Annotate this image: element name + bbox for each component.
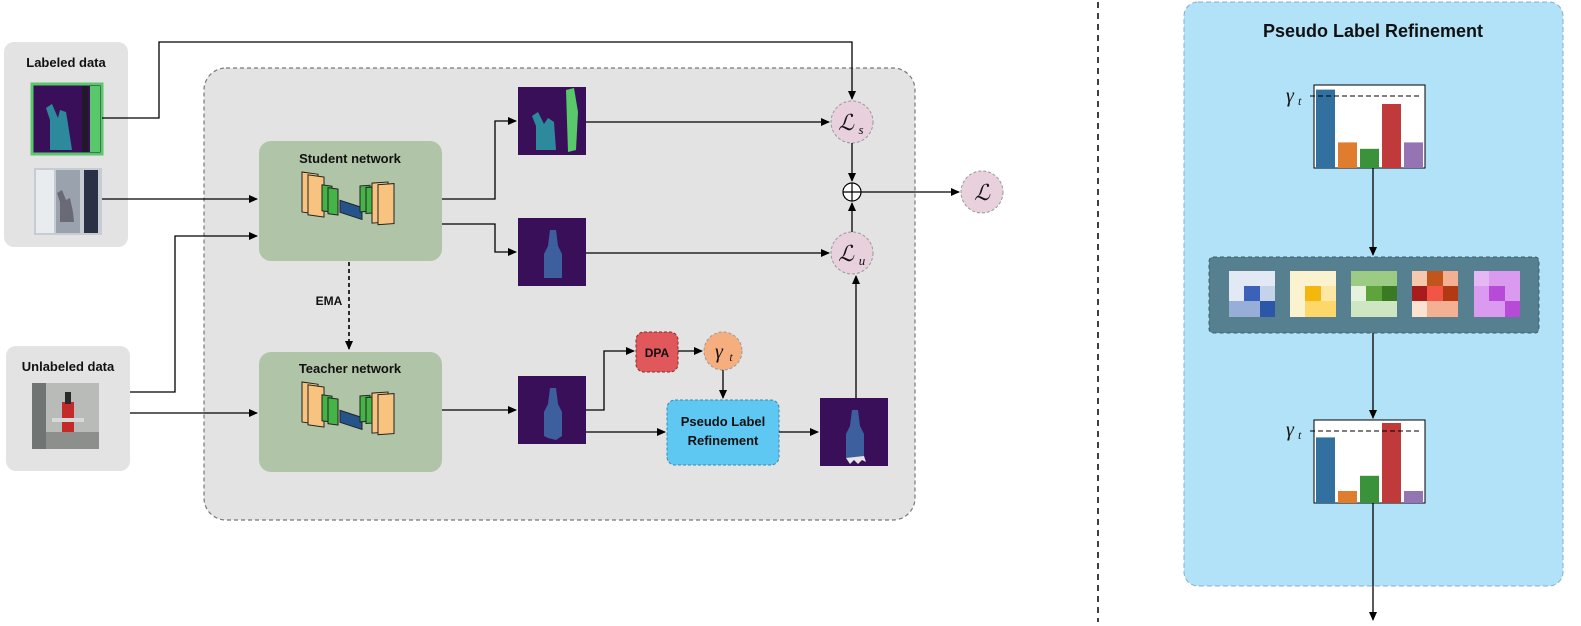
ema-label: EMA — [316, 294, 343, 308]
unsupervised-loss-node: ℒ u — [830, 231, 874, 275]
gamma-subscript: t — [729, 350, 733, 364]
loss-s-symbol: ℒ — [838, 110, 855, 135]
hist1-bar-red — [1382, 104, 1401, 168]
labeled-data-box: Labeled data — [4, 42, 128, 247]
hist2-bar-purple — [1404, 491, 1423, 503]
hist1-gamma-subscript: t — [1298, 94, 1302, 108]
gamma-symbol: γ — [715, 341, 724, 363]
unlabeled-data-label: Unlabeled data — [22, 359, 115, 374]
patch-panel — [1208, 256, 1540, 334]
loss-u-subscript: u — [859, 253, 866, 268]
sum-node — [842, 182, 862, 202]
hist2-bar-green — [1360, 475, 1379, 503]
unlabeled-rgb-image — [32, 383, 99, 449]
connectors — [102, 41, 960, 436]
labeled-mask-image — [30, 82, 104, 156]
pseudo-label-refinement-node: Pseudo Label Refinement — [666, 399, 780, 466]
plr-label-line1: Pseudo Label — [681, 414, 766, 429]
histogram-before: γ t — [1286, 84, 1426, 169]
panel-title: Pseudo Label Refinement — [1263, 21, 1483, 41]
patch-purple — [1474, 271, 1520, 317]
hist1-bar-purple — [1404, 142, 1423, 168]
gamma-node: γ t — [703, 331, 743, 371]
hist1-gamma-symbol: γ — [1286, 85, 1295, 107]
loss-u-symbol: ℒ — [838, 241, 855, 266]
student-network-label: Student network — [299, 151, 402, 166]
teacher-prediction — [518, 376, 586, 444]
unlabeled-data-box: Unlabeled data — [6, 346, 130, 471]
patch-green — [1351, 271, 1397, 317]
patch-blue — [1229, 271, 1275, 317]
total-loss-node: ℒ — [960, 170, 1004, 214]
hist2-bar-red — [1382, 423, 1401, 503]
hist1-bar-blue — [1316, 89, 1335, 168]
refinement-panel: Pseudo Label Refinement γ t — [1183, 1, 1564, 621]
dpa-label: DPA — [645, 346, 670, 360]
labeled-rgb-image — [34, 168, 102, 235]
hist1-bar-green — [1360, 148, 1379, 168]
refined-pseudo-label — [820, 398, 888, 466]
teacher-network-box: Teacher network — [259, 352, 442, 472]
labeled-data-label: Labeled data — [26, 55, 106, 70]
hist2-bar-blue — [1316, 437, 1335, 503]
loss-total-symbol: ℒ — [974, 180, 991, 205]
student-unsupervised-prediction — [518, 218, 586, 286]
hist2-gamma-subscript: t — [1298, 428, 1302, 442]
dpa-node: DPA — [635, 331, 679, 373]
student-network-box: Student network — [259, 141, 442, 261]
patch-red — [1412, 271, 1458, 317]
teacher-network-label: Teacher network — [299, 361, 402, 376]
hist2-bar-orange — [1338, 491, 1357, 503]
hist1-bar-orange — [1338, 142, 1357, 168]
supervised-loss-node: ℒ s — [830, 100, 874, 144]
loss-s-subscript: s — [858, 122, 863, 137]
histogram-after: γ t — [1286, 419, 1426, 504]
plr-label-line2: Refinement — [688, 433, 759, 448]
patch-yellow — [1290, 271, 1336, 317]
hist2-gamma-symbol: γ — [1286, 419, 1295, 441]
student-supervised-prediction — [518, 87, 586, 155]
